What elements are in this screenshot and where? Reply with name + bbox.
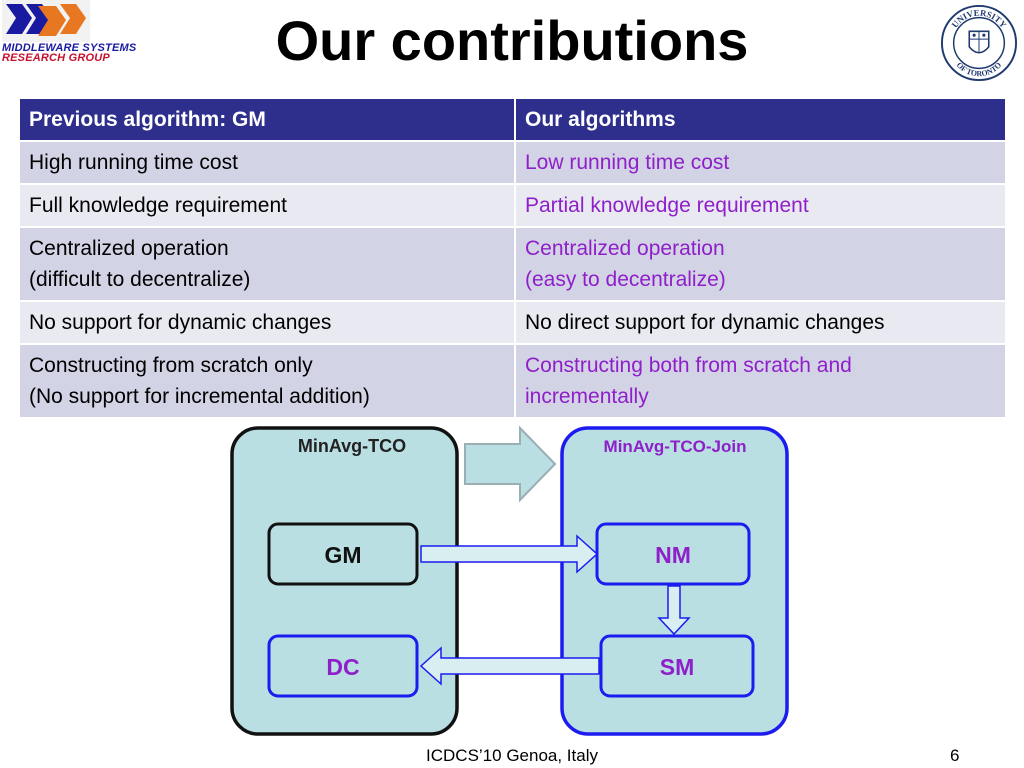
cell-line: (No support for incremental addition)	[29, 385, 370, 408]
table-row: Centralized operation (difficult to decen…	[18, 226, 1007, 302]
our-algorithms-cell: Low running time cost	[514, 140, 1007, 185]
our-algorithms-cell: Constructing both from scratch and increm…	[514, 343, 1007, 419]
cell-line: Constructing both from scratch and	[525, 354, 852, 377]
cell-line: Partial knowledge requirement	[525, 194, 809, 217]
algorithm-diagram: MinAvg-TCO MinAvg-TCO-Join GM DC NM SM	[230, 425, 789, 736]
dc-label: DC	[326, 654, 359, 680]
footer-conference: ICDCS’10 Genoa, Italy	[426, 746, 598, 765]
cell-line: No direct support for dynamic changes	[525, 311, 885, 334]
cell-line: No support for dynamic changes	[29, 311, 332, 334]
table-row: High running time cost Low running time c…	[18, 140, 1007, 185]
previous-algorithm-cell: No support for dynamic changes	[18, 300, 516, 345]
our-algorithms-cell: Partial knowledge requirement	[514, 183, 1007, 228]
table-row: Full knowledge requirement Partial knowle…	[18, 183, 1007, 228]
minavg-tco-title: MinAvg-TCO	[298, 436, 406, 456]
sm-box	[599, 634, 755, 698]
nm-to-sm-arrow-icon	[657, 585, 691, 636]
page-number: 6	[950, 746, 960, 765]
gm-label: GM	[324, 542, 361, 568]
header-our-algorithms: Our algorithms	[514, 97, 1007, 142]
cell-line: Low running time cost	[525, 151, 730, 174]
dc-box	[267, 634, 419, 698]
previous-algorithm-cell: Centralized operation (difficult to decen…	[18, 226, 516, 302]
sm-to-dc-arrow-icon	[419, 646, 600, 686]
table-row: Constructing from scratch only (No suppor…	[18, 343, 1007, 419]
slide-title: Our contributions	[275, 9, 749, 72]
comparison-table: Previous algorithm: GM Our algorithms Hi…	[18, 97, 1007, 419]
table-header-row: Previous algorithm: GM Our algorithms	[18, 97, 1007, 142]
logo-line-2: RESEARCH GROUP	[2, 52, 110, 64]
university-of-toronto-seal-icon: UNIVERSITY OF TORONTO	[940, 4, 1018, 82]
nm-label: NM	[655, 542, 691, 568]
sm-label: SM	[660, 654, 695, 680]
previous-algorithm-cell: Full knowledge requirement	[18, 183, 516, 228]
cell-line: Centralized operation	[29, 237, 229, 260]
cell-line: Full knowledge requirement	[29, 194, 287, 217]
cell-line: (easy to decentralize)	[525, 268, 726, 291]
previous-algorithm-cell: High running time cost	[18, 140, 516, 185]
our-algorithms-cell: Centralized operation (easy to decentrali…	[514, 226, 1007, 302]
gm-box	[267, 522, 419, 586]
middleware-logo: MIDDLEWARE SYSTEMS RESEARCH GROUP	[0, 0, 160, 66]
our-algorithms-cell: No direct support for dynamic changes	[514, 300, 1007, 345]
cell-line: (difficult to decentralize)	[29, 268, 251, 291]
cell-line: Constructing from scratch only	[29, 354, 313, 377]
extension-arrow-icon	[464, 425, 557, 503]
previous-algorithm-cell: Constructing from scratch only (No suppor…	[18, 343, 516, 419]
gm-to-nm-arrow-icon	[420, 534, 599, 574]
cell-line: Centralized operation	[525, 237, 725, 260]
table-row: No support for dynamic changes No direct …	[18, 300, 1007, 345]
cell-line: incrementally	[525, 385, 649, 408]
header-previous-algorithm: Previous algorithm: GM	[18, 97, 516, 142]
cell-line: High running time cost	[29, 151, 238, 174]
logo-line-1: MIDDLEWARE SYSTEMS	[2, 42, 137, 54]
minavg-tco-join-title: MinAvg-TCO-Join	[604, 437, 747, 456]
middleware-logo-mark-icon	[2, 0, 90, 42]
